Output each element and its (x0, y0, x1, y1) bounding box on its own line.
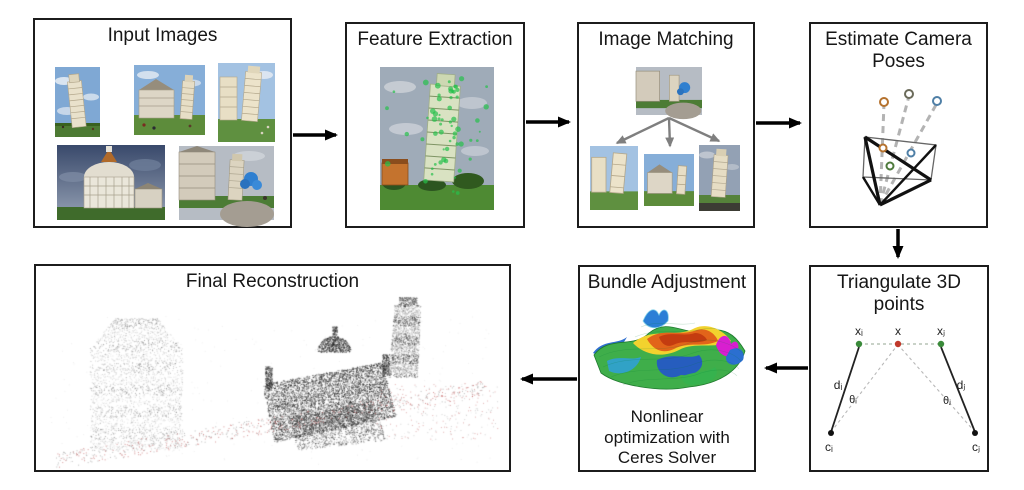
label-x-j: xⱼ (937, 324, 945, 338)
label-c-i: cᵢ (825, 440, 833, 454)
optimization-surface-icon (593, 309, 746, 390)
caption-line: Nonlinear (630, 407, 704, 426)
match-result-photo-icon (644, 154, 694, 206)
stage-box-triangulate-points: Triangulate 3D points xᵢ x xⱼ dᵢ dⱼ θᵢ θ… (809, 265, 989, 472)
stage-box-final-reconstruction: Final Reconstruction (34, 264, 511, 472)
label-c-j: cⱼ (972, 440, 980, 454)
stage-box-estimate-camera-poses: Estimate Camera Poses (809, 22, 988, 228)
bundle-adjustment-caption: Nonlinear optimization with Ceres Solver (580, 407, 754, 469)
input-photo-tower-icon (55, 67, 100, 137)
stage-title-final-reconstruction: Final Reconstruction (185, 271, 360, 292)
label-theta-j: θⱼ (943, 395, 951, 407)
stage-box-input-images: Input Images (33, 18, 292, 228)
label-theta-i: θᵢ (849, 394, 857, 406)
label-d-j: dⱼ (957, 378, 966, 392)
stage-title-estimate-camera-poses: Estimate Camera Poses (825, 29, 972, 73)
match-result-photo-icon (699, 145, 740, 211)
stage-title-image-matching: Image Matching (598, 29, 734, 50)
stage-title-bundle-adjustment: Bundle Adjustment (587, 272, 747, 293)
match-arrows-icon (615, 116, 721, 148)
input-photo-baptistery-icon (57, 145, 165, 220)
input-photo-cathedral-icon (134, 65, 205, 135)
match-result-photo-icon (590, 146, 638, 210)
stage-title-input-images: Input Images (107, 25, 218, 46)
stage-box-bundle-adjustment: Bundle Adjustment (578, 265, 756, 472)
input-photo-sculpture-icon (178, 146, 274, 227)
stage-title-triangulate-points: Triangulate 3D points (837, 272, 961, 316)
label-d-i: dᵢ (834, 378, 843, 392)
label-x-i: xᵢ (855, 324, 863, 338)
caption-line: Ceres Solver (617, 448, 717, 468)
feature-extraction-photo-icon (380, 67, 494, 210)
point-cloud-canvas (36, 266, 509, 470)
feature-speckles-icon (384, 76, 489, 195)
stage-box-image-matching: Image Matching (577, 22, 755, 228)
camera-frustum-icon (861, 89, 942, 207)
input-photo-two-towers-icon (218, 63, 275, 142)
stage-box-feature-extraction: Feature Extraction (345, 22, 525, 228)
stage-title-feature-extraction: Feature Extraction (357, 29, 513, 50)
match-query-photo-icon (635, 67, 702, 120)
caption-line: optimization with (604, 427, 730, 447)
label-x: x (895, 324, 901, 338)
triangulation-diagram-icon: xᵢ x xⱼ dᵢ dⱼ θᵢ θⱼ cᵢ cⱼ (825, 324, 980, 454)
